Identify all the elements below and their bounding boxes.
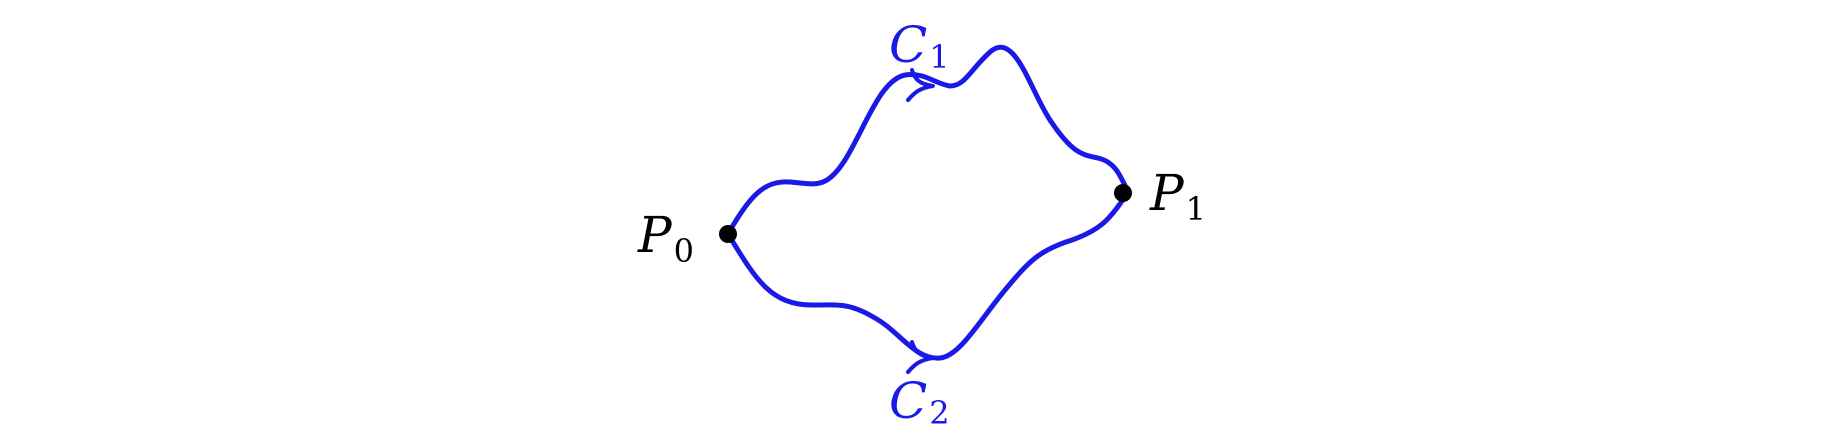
point-p1-label: P1 xyxy=(1149,164,1206,228)
curve-c1-label: C1 xyxy=(889,16,950,76)
curve-c1 xyxy=(725,44,1131,237)
curve-c2-label: C2 xyxy=(889,372,950,432)
arrowhead-c2 xyxy=(906,340,935,374)
point-p0-dot xyxy=(719,225,737,243)
curve-c2 xyxy=(725,189,1131,361)
arrowhead-c1 xyxy=(906,68,935,102)
point-p1-dot xyxy=(1114,184,1132,202)
point-p0-label: P0 xyxy=(637,206,694,270)
